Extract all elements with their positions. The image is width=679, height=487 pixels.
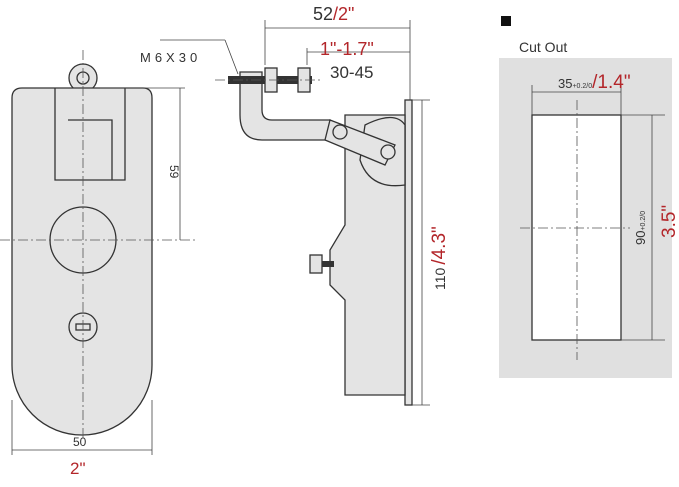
svg-text:90+0.2/0: 90+0.2/0: [633, 211, 648, 245]
depth-mm: 52/2": [313, 4, 354, 24]
side-view: [160, 20, 430, 406]
cut-out-height-in: 3.5": [659, 205, 679, 238]
svg-text:110/4.3": 110/4.3": [429, 226, 450, 290]
adjust-screw: [309, 254, 323, 274]
mounting-plate: [404, 99, 413, 406]
grip-range-in: 1"-1.7": [320, 39, 374, 59]
front-width-in: 2": [70, 459, 86, 478]
cut-out-height: 90+0.2/0: [633, 211, 648, 245]
handle-slot: [54, 88, 126, 181]
front-height-mm: 59: [167, 165, 181, 179]
cut-out-title: Cut Out: [519, 39, 567, 55]
bullet-marker: [501, 16, 511, 26]
grip-range-mm: 30-45: [330, 63, 373, 82]
cut-out-width: 35+0.2/0/1.4": [558, 72, 631, 93]
cut-out-opening: [531, 114, 622, 341]
bolt-spec: M6X30: [140, 50, 201, 65]
side-height: 110/4.3": [429, 226, 450, 290]
cut-out-panel: [499, 58, 672, 378]
front-view: [0, 50, 195, 455]
front-width-mm: 50: [73, 435, 87, 449]
